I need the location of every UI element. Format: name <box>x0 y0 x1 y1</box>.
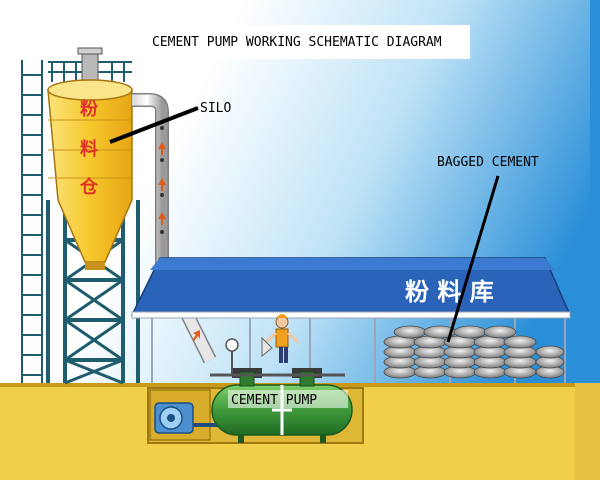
bagged-cement-stack <box>383 325 565 379</box>
silo-char-2: 料 <box>80 138 98 160</box>
cement-pump-label: CEMENT PUMP <box>231 393 317 408</box>
silo-callout <box>109 106 199 144</box>
silo <box>47 79 133 270</box>
warehouse-sign: 粉 料 库 <box>405 278 494 306</box>
bagged-cement-callout <box>446 175 500 343</box>
silo-label: SILO <box>200 101 231 116</box>
diagram-title: CEMENT PUMP WORKING SCHEMATIC DIAGRAM <box>152 35 442 50</box>
ladder <box>21 60 43 383</box>
silo-char-3: 仓 <box>79 176 99 198</box>
bagged-cement-label: BAGGED CEMENT <box>437 155 539 170</box>
title-box <box>135 25 470 59</box>
blower <box>154 402 222 434</box>
silo-char-1: 粉 <box>80 98 98 120</box>
worker-figure <box>261 314 300 363</box>
